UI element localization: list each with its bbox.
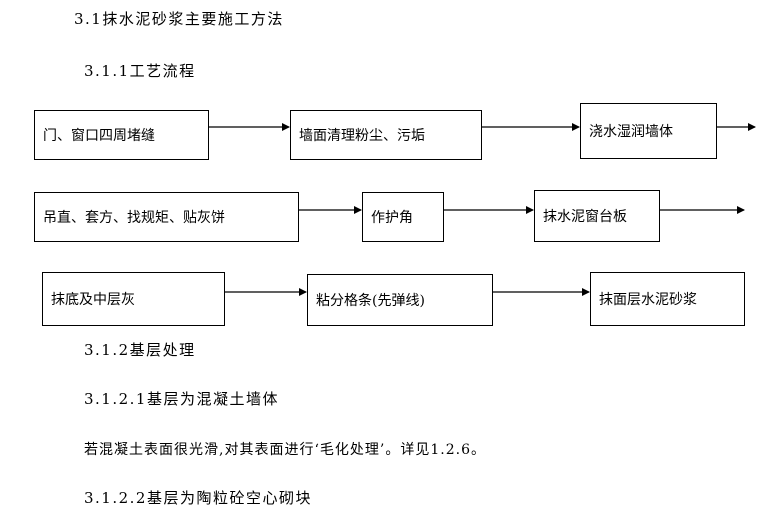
heading-3-1-2: 3.1.2基层处理 <box>84 341 196 359</box>
flow-step-corner-guard: 作护角 <box>362 192 444 242</box>
flow-step-divider-strips: 粘分格条(先弹线) <box>307 274 493 326</box>
flow-step-finish-coat: 抹面层水泥砂浆 <box>590 272 745 326</box>
flow-step-seal-openings: 门、窗口四周堵缝 <box>34 110 209 160</box>
flow-step-window-sill: 抹水泥窗台板 <box>534 190 660 242</box>
heading-3-1-1: 3.1.1工艺流程 <box>84 62 196 80</box>
heading-3-1-2-2: 3.1.2.2基层为陶粒砼空心砌块 <box>84 489 312 507</box>
flow-step-clean-wall: 墙面清理粉尘、污垢 <box>290 110 482 160</box>
body-paragraph: 若混凝土表面很光滑,对其表面进行‘毛化处理’。详见1.2.6。 <box>84 442 486 458</box>
flow-step-wet-wall: 浇水湿润墙体 <box>580 103 717 159</box>
flow-step-plumb-square: 吊直、套方、找规矩、贴灰饼 <box>34 192 299 242</box>
flow-step-base-coat: 抹底及中层灰 <box>42 272 225 326</box>
heading-3-1-2-1: 3.1.2.1基层为混凝土墙体 <box>84 390 279 408</box>
heading-3-1: 3.1抹水泥砂浆主要施工方法 <box>74 10 284 28</box>
